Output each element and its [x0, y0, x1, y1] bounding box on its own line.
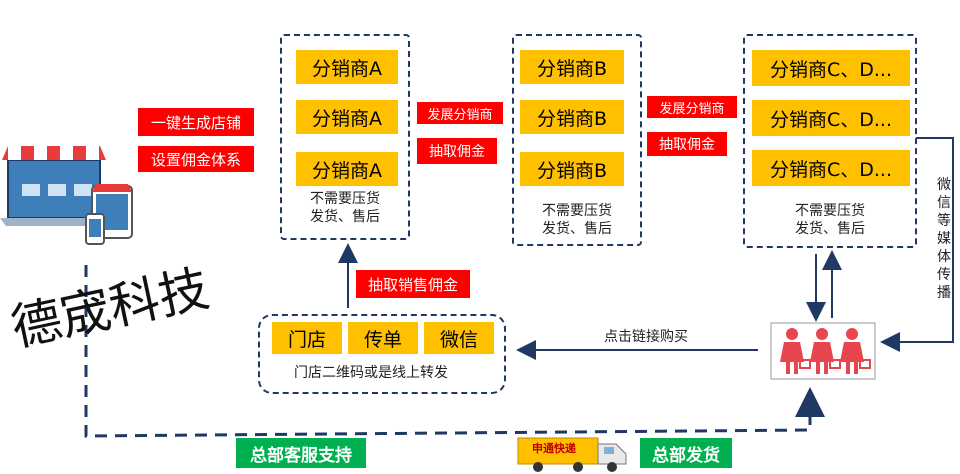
commission-ab: 抽取佣金: [417, 138, 497, 164]
sales-commission-label: 抽取销售佣金: [356, 270, 470, 298]
distributor-c-box: 分销商C、D...: [752, 50, 910, 86]
distributor-b-group: [512, 34, 642, 246]
delivery-truck-icon: [517, 437, 627, 472]
distributor-a-group: [280, 34, 410, 240]
develop-distributor-bc: 发展分销商: [647, 96, 737, 118]
develop-distributor-ab: 发展分销商: [417, 102, 503, 124]
online-store-illustration: [0, 146, 133, 245]
media-spread-label: 微 信 等 媒 体 传 播: [937, 177, 951, 301]
arrow-media-spread: [880, 137, 954, 352]
distributor-b-note: 不需要压货 发货、售后: [542, 203, 612, 237]
dashed-support-line: [84, 265, 825, 438]
distributor-c-note: 不需要压货 发货、售后: [795, 203, 865, 237]
channels-caption: 门店二维码或是线上转发: [294, 365, 448, 381]
hq-shipping-label: 总部发货: [640, 438, 732, 468]
create-store-label: 一键生成店铺: [138, 108, 254, 136]
distributor-c-group: [743, 34, 917, 248]
truck-text: 申通快递: [532, 442, 576, 455]
distributor-a-box: 分销商A: [296, 152, 398, 186]
distributor-c-box: 分销商C、D...: [752, 150, 910, 186]
distributor-c-box: 分销商C、D...: [752, 100, 910, 136]
set-commission-label: 设置佣金体系: [138, 146, 254, 172]
distributor-b-box: 分销商B: [520, 152, 624, 186]
commission-bc: 抽取佣金: [647, 132, 727, 156]
channel-store: 门店: [272, 322, 342, 354]
distributor-a-note: 不需要压货 发货、售后: [310, 191, 380, 225]
channel-flyer: 传单: [348, 322, 418, 354]
channels-group: [258, 314, 506, 394]
distributor-a-box: 分销商A: [296, 100, 398, 134]
distributor-a-box: 分销商A: [296, 50, 398, 84]
shoppers-icon: [770, 322, 876, 380]
channel-wechat: 微信: [424, 322, 494, 354]
distributor-b-box: 分销商B: [520, 100, 624, 134]
hq-support-label: 总部客服支持: [236, 438, 366, 468]
distributor-b-box: 分销商B: [520, 50, 624, 84]
click-buy-label: 点击链接购买: [604, 329, 688, 345]
